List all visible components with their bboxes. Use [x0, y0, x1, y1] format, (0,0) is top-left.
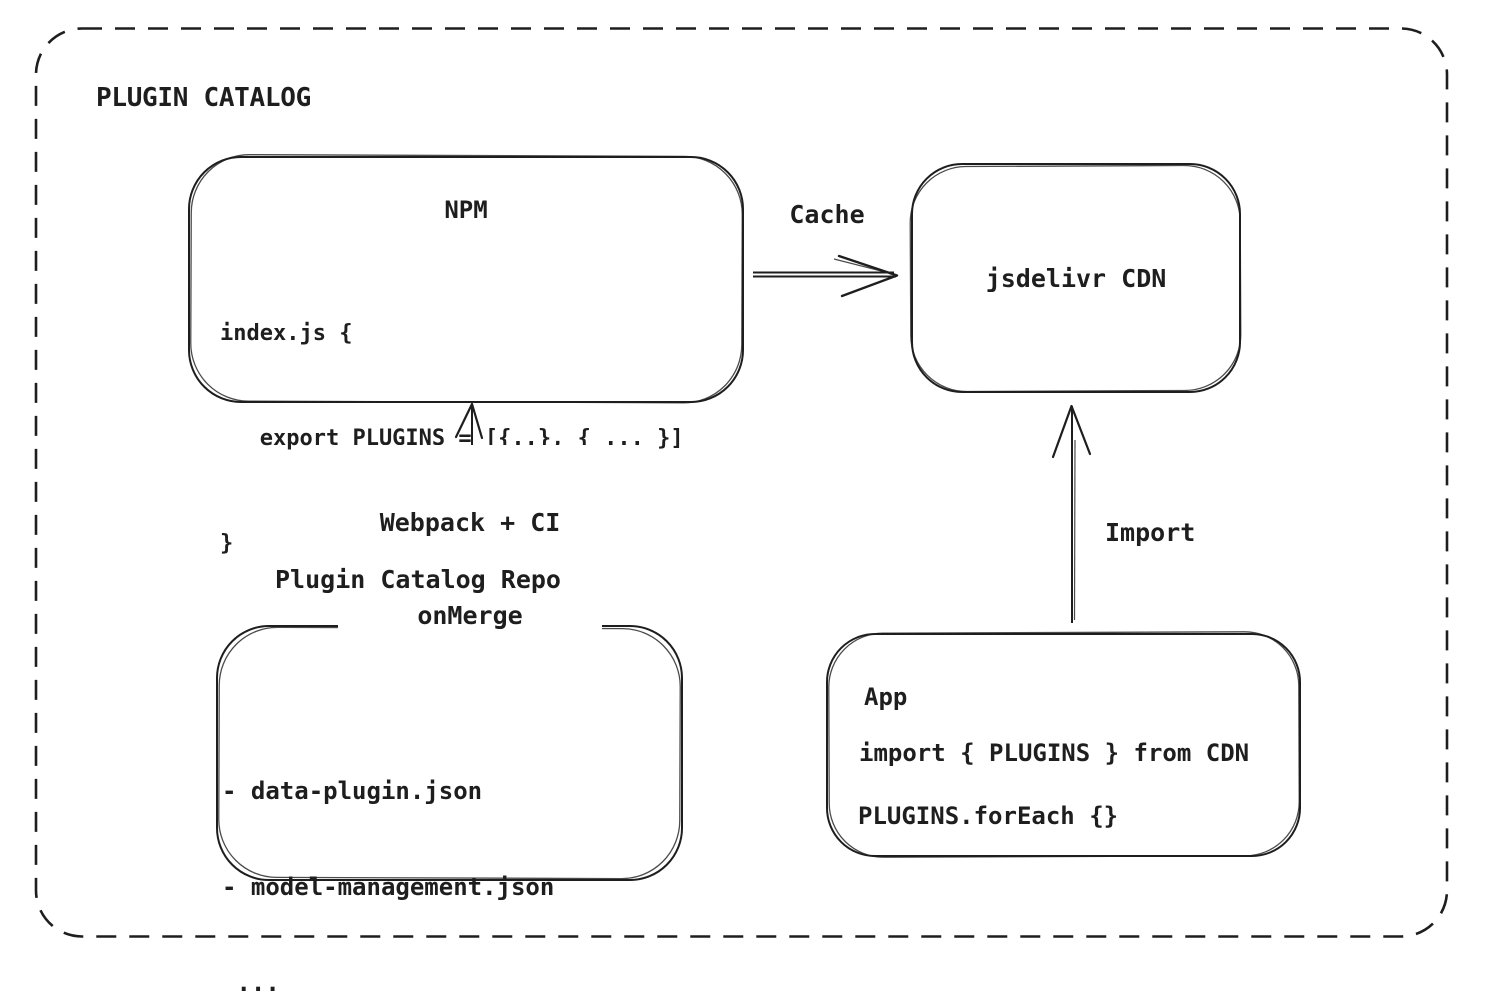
plugin-catalog-boundary [34, 27, 1449, 938]
cache-arrowhead [837, 254, 899, 298]
cdn-box-title: jsdelivr CDN [985, 264, 1167, 293]
import-arrowhead [1051, 404, 1092, 459]
plugin-catalog-title: PLUGIN CATALOG [96, 83, 311, 113]
build-arrow-label-line: Webpack + CI [379, 508, 561, 537]
npm-box-sketch-stroke [190, 154, 743, 404]
import-arrow-shaft-sketch [1073, 439, 1076, 621]
cache-arrow-label: Cache [789, 200, 865, 229]
import-arrow [1051, 404, 1092, 623]
app-code-line: import { PLUGINS } from CDN [859, 739, 1250, 767]
import-arrow-label: Import [1105, 518, 1196, 547]
repo-file-item: ... [222, 969, 280, 997]
npm-code-line: } [220, 531, 234, 556]
app-box-sketch-stroke [828, 631, 1300, 858]
app-code-line: PLUGINS.forEach {} [858, 802, 1119, 830]
npm-code-line: index.js { [220, 321, 353, 346]
cache-arrow [753, 254, 899, 298]
dashed-border [34, 27, 1449, 938]
cdn-box [909, 163, 1242, 393]
npm-box [188, 154, 744, 404]
build-arrow-label-line: onMerge [417, 601, 523, 630]
app-box-title: App [864, 683, 908, 711]
repo-box-title: Plugin Catalog Repo [275, 565, 561, 594]
repo-file-item: - model-management.json [222, 873, 555, 901]
repo-file-item: - data-plugin.json [222, 777, 483, 805]
cdn-box-sketch-stroke [909, 164, 1242, 393]
app-box [826, 631, 1301, 858]
repo-file-list: - data-plugin.json - model-management.js… [222, 711, 554, 1002]
build-arrow-label: Webpack + CI onMerge [338, 445, 602, 693]
build-arrowhead [454, 402, 484, 440]
npm-box-title: NPM [444, 196, 488, 224]
cache-arrowhead-sketch [833, 258, 894, 275]
